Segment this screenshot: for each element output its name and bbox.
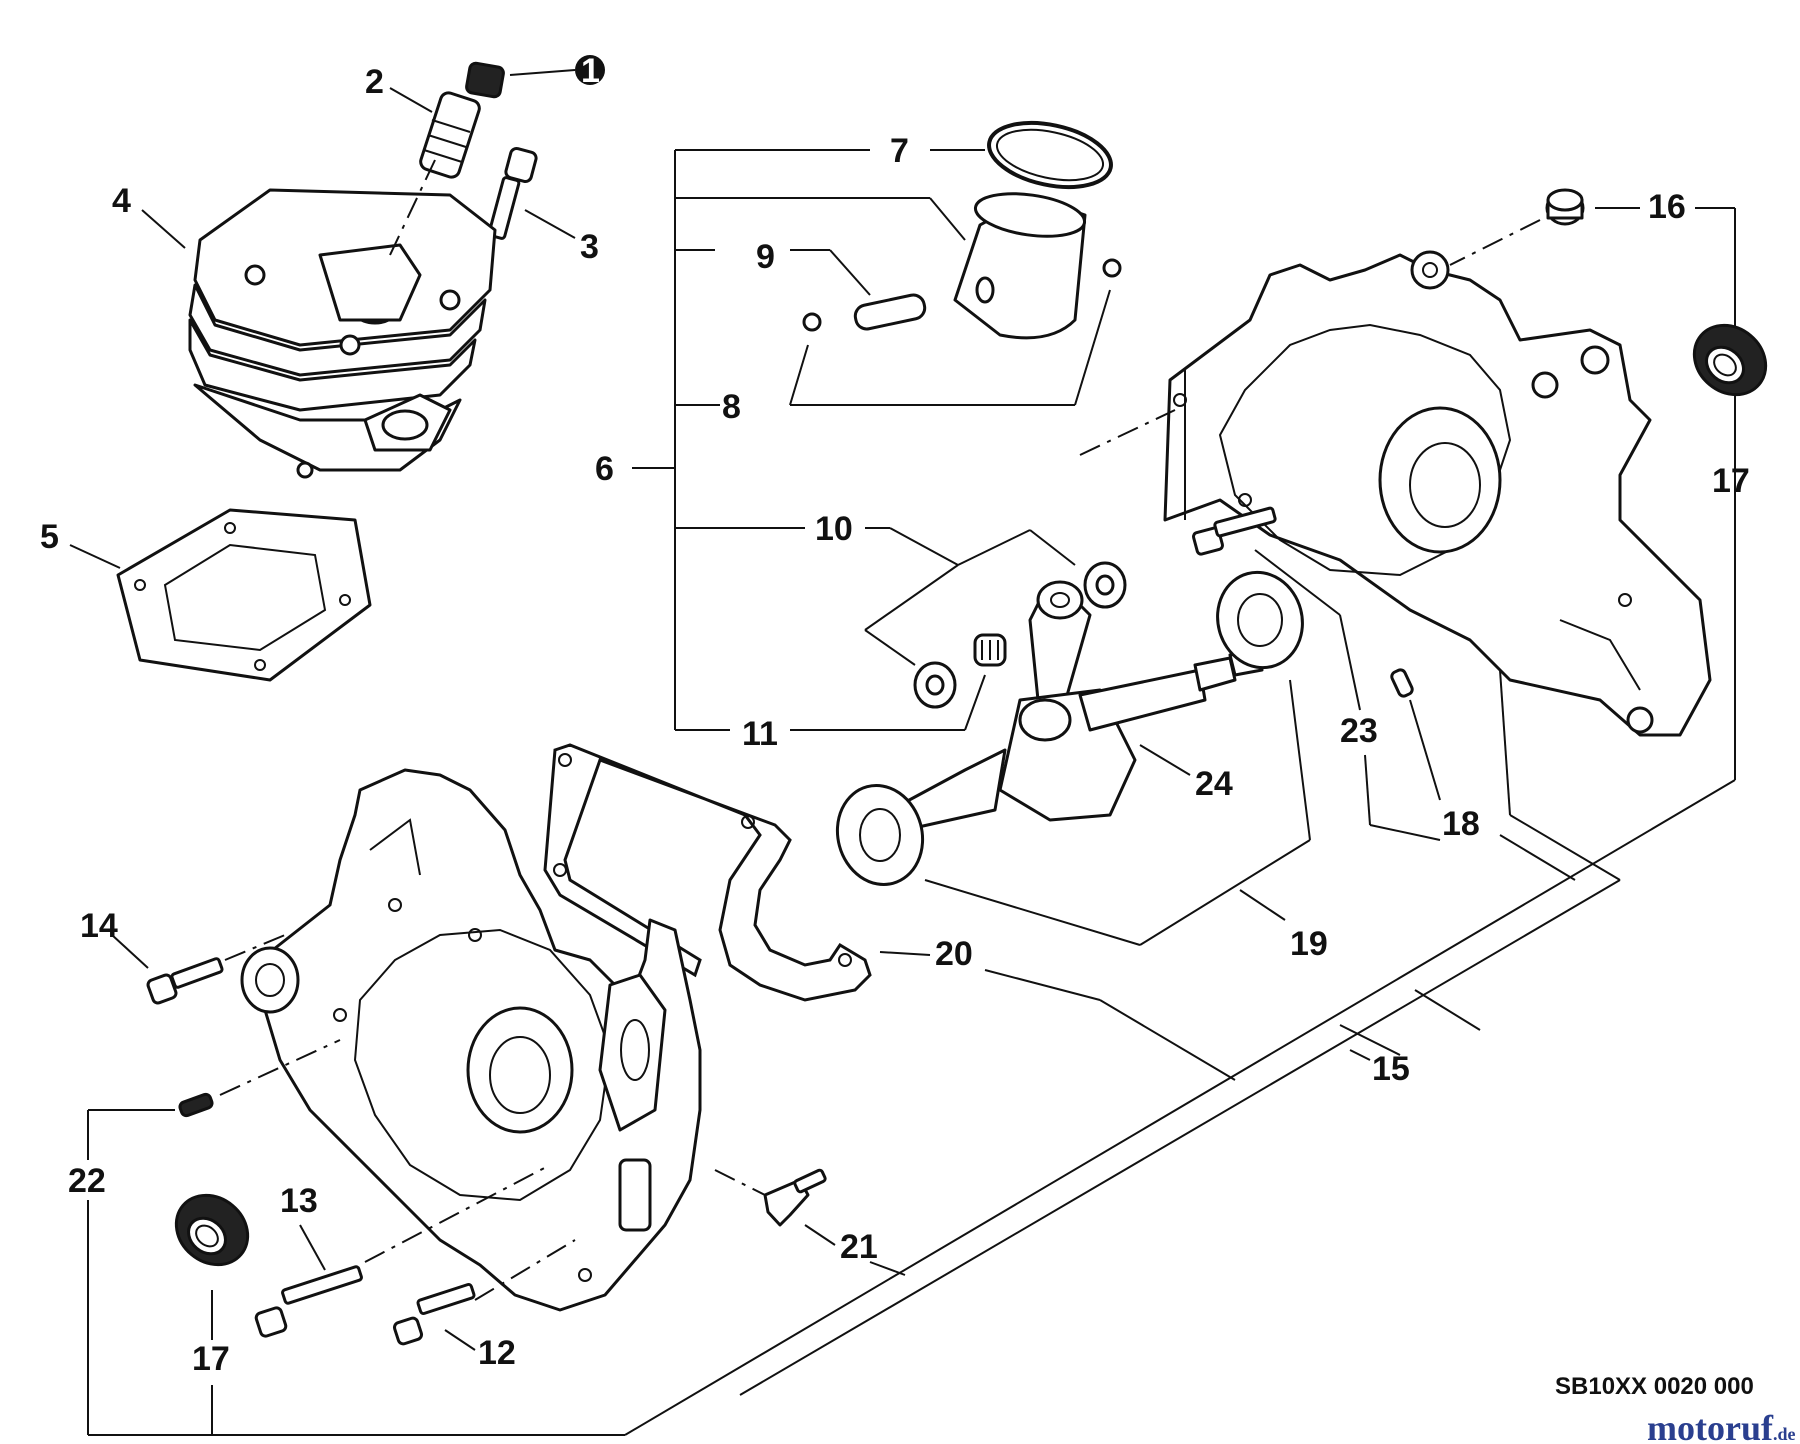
oil-seal-part-bottom — [174, 1193, 250, 1267]
callout-23: 23 — [1340, 712, 1378, 750]
crankcase-gasket-part — [543, 743, 872, 1002]
callout-12: 12 — [478, 1334, 516, 1372]
dowel-pin-part — [1390, 668, 1414, 698]
cylinder-gasket-part — [116, 508, 372, 682]
oil-seal-part — [1692, 323, 1768, 397]
callout-22: 22 — [68, 1162, 106, 1200]
ball-bearing-part — [835, 570, 1304, 887]
callout-18: 18 — [1442, 805, 1480, 843]
cylinder-part — [188, 188, 497, 479]
callout-11: 11 — [742, 715, 778, 753]
special-marker-icon — [575, 55, 605, 85]
piston-part — [953, 192, 1087, 340]
callout-19: 19 — [1290, 925, 1328, 963]
elbow-fitting-part — [763, 1168, 827, 1227]
crankshaft-part — [888, 580, 1264, 842]
callout-1: 1 — [581, 52, 600, 90]
crankcase-screw-part — [1191, 506, 1277, 556]
callout-4: 4 — [112, 182, 131, 220]
callout-13: 13 — [280, 1182, 318, 1220]
plug-part — [178, 1092, 214, 1118]
callout-15: 15 — [1372, 1050, 1410, 1088]
piston-ring-part — [987, 120, 1113, 190]
callout-17-top: 17 — [1712, 462, 1750, 500]
callout-20: 20 — [935, 935, 973, 973]
callout-17-bottom: 17 — [192, 1340, 230, 1378]
callout-8: 8 — [722, 388, 741, 426]
callout-10: 10 — [815, 510, 853, 548]
circlip-part — [802, 258, 1122, 332]
callout-6: 6 — [595, 450, 614, 488]
cylinder-screw-part — [487, 146, 538, 240]
brand-suffix: .de — [1773, 1424, 1796, 1444]
callout-3: 3 — [580, 228, 599, 266]
callout-21: 21 — [840, 1228, 878, 1266]
callout-14: 14 — [80, 907, 118, 945]
callout-24: 24 — [1195, 765, 1233, 803]
callout-2: 2 — [365, 63, 384, 101]
needle-bearing-part — [973, 633, 1007, 667]
decompression-valve-part — [419, 91, 481, 179]
left-crankcase-part — [240, 768, 702, 1312]
callout-16: 16 — [1648, 188, 1686, 226]
diagram-code: SB10XX 0020 000 — [1555, 1373, 1754, 1400]
thrust-washer-part — [913, 561, 1127, 709]
callout-5: 5 — [40, 518, 59, 556]
piston-pin-part — [853, 293, 927, 331]
screw-13-part — [254, 1265, 363, 1338]
callout-9: 9 — [756, 238, 775, 276]
bushing-part — [1545, 188, 1585, 226]
screw-14-part — [146, 957, 224, 1005]
brand-logo: motoruf.de — [1647, 1408, 1795, 1444]
right-crankcase-part — [1163, 250, 1712, 737]
decompression-cap-part — [465, 61, 505, 99]
screw-12-part — [392, 1282, 476, 1346]
callout-7: 7 — [890, 132, 909, 170]
